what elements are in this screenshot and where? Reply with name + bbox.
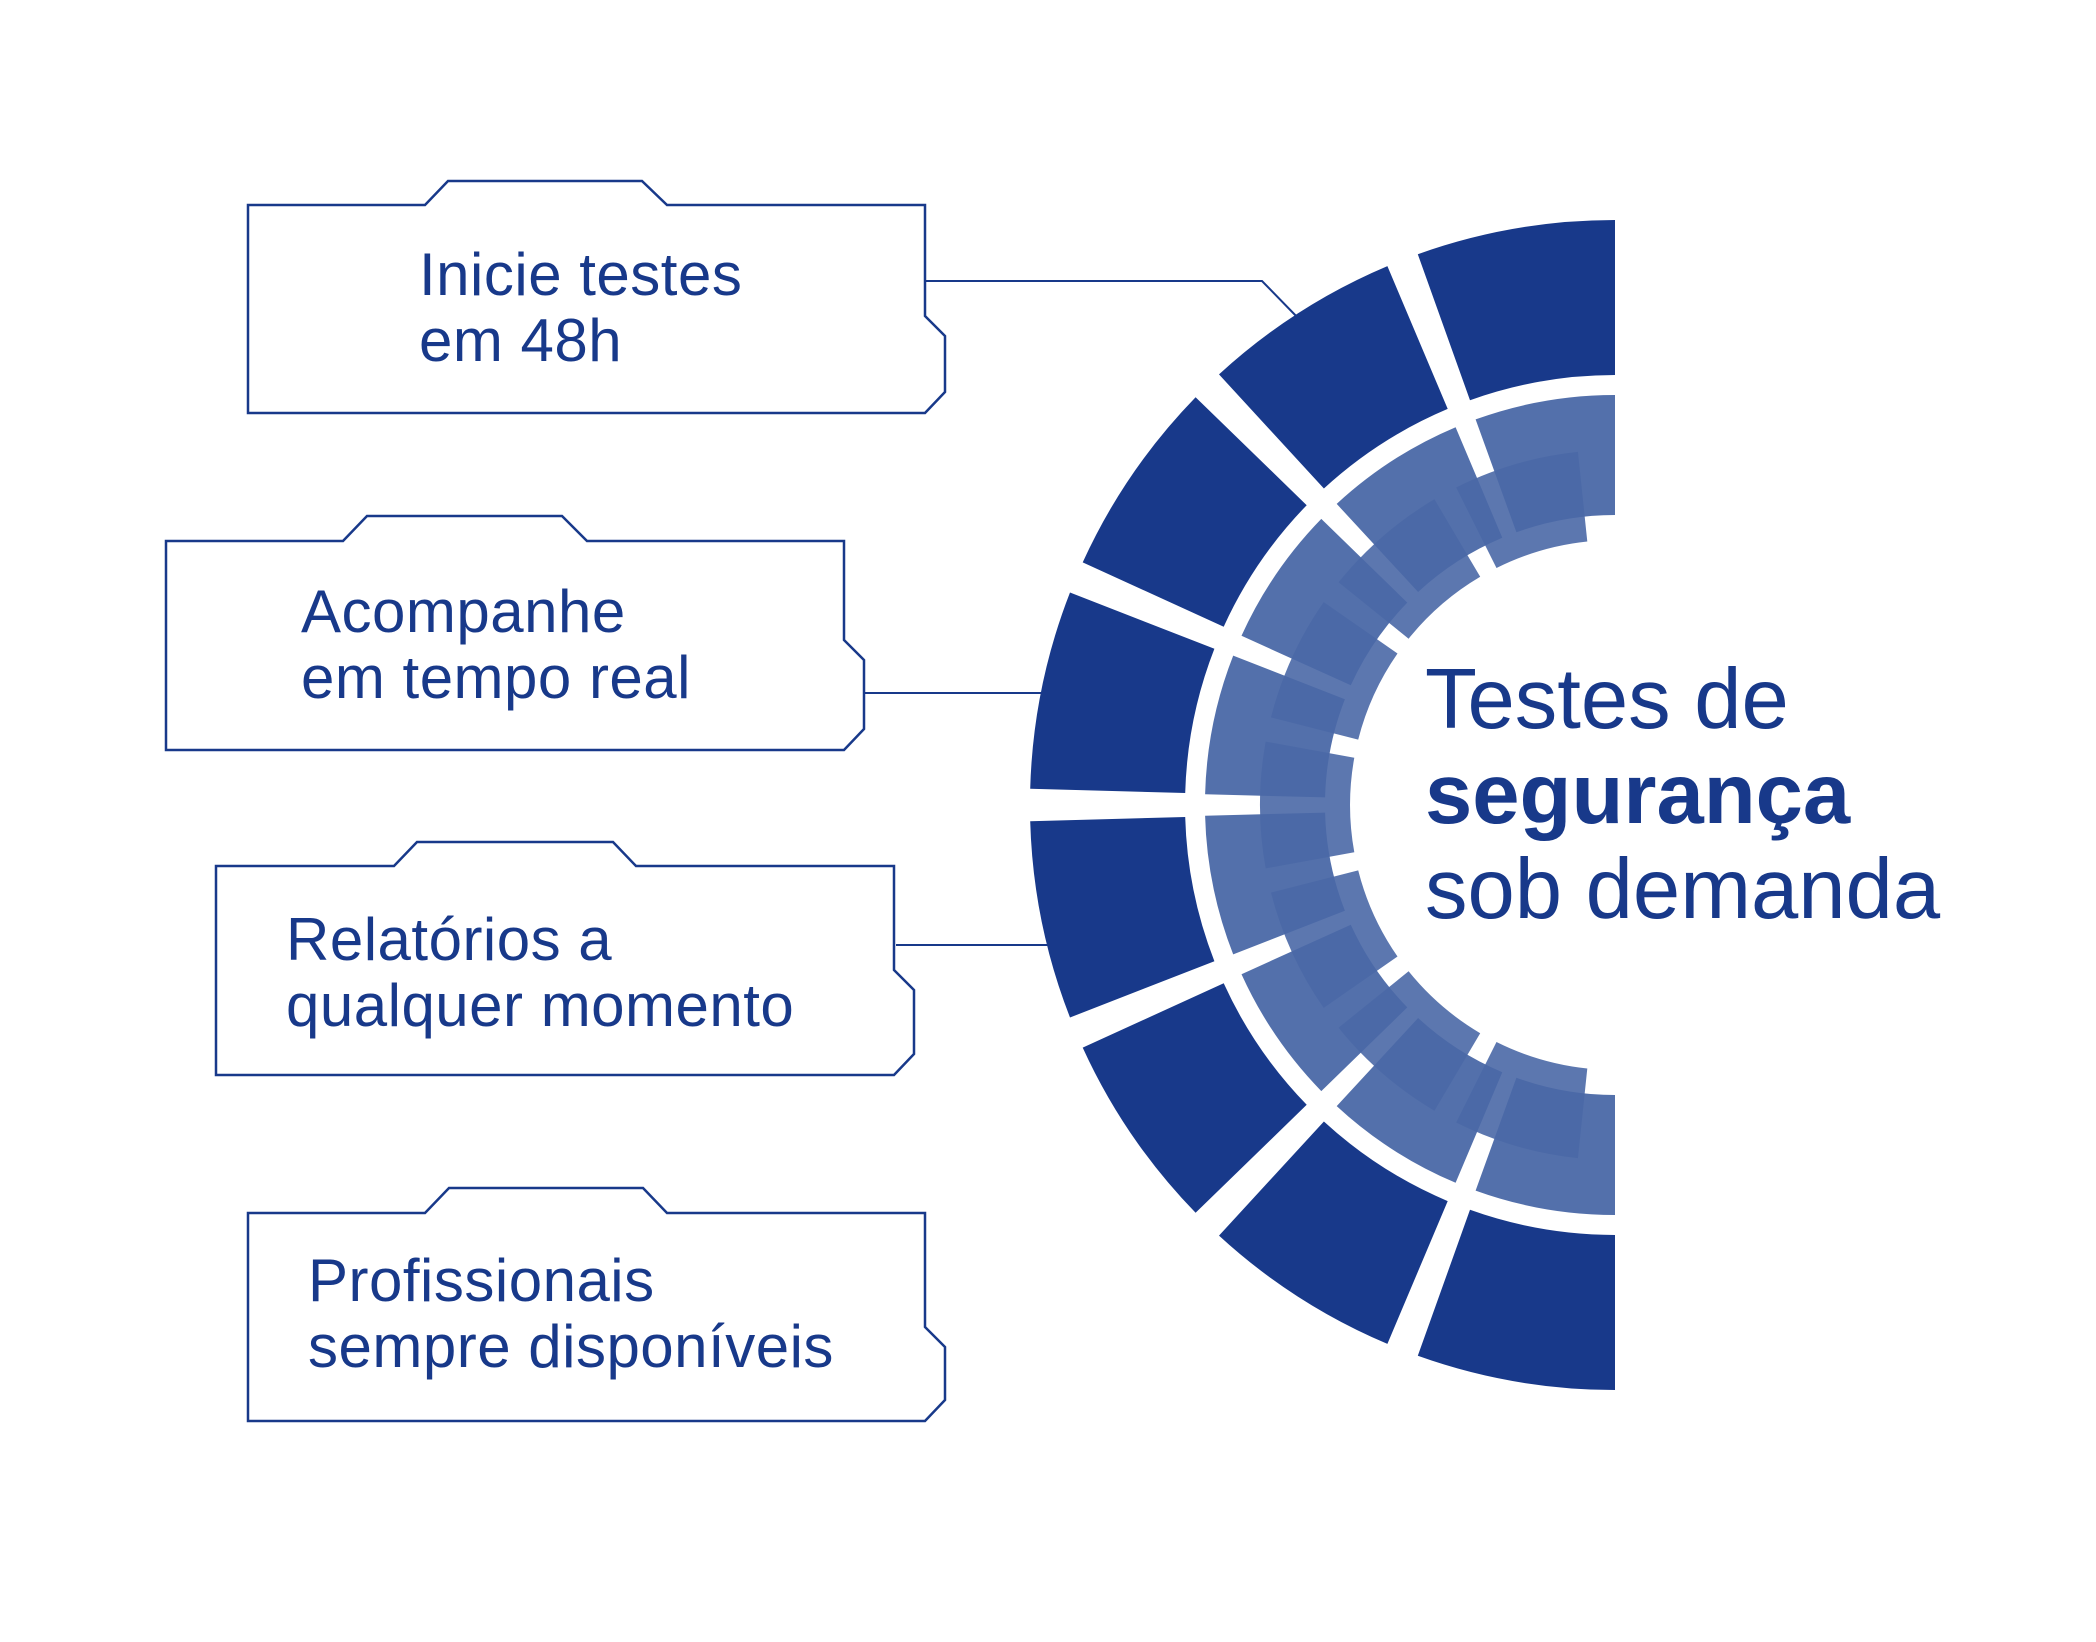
outer-ring-segment: [1417, 220, 1615, 401]
inner-ring-segment: [1271, 602, 1398, 740]
title-line-2: segurança: [1425, 747, 1851, 842]
main-title: Testes de segurança sob demanda: [1425, 652, 1940, 937]
card-2-line-1: Acompanhe: [301, 578, 626, 645]
connector-lines: [864, 280, 1301, 946]
card-1-text: Inicie testes em 48h: [419, 242, 742, 374]
card-2-text: Acompanhe em tempo real: [301, 579, 691, 711]
inner-ring-segment: [1259, 741, 1355, 869]
outer-ring-segment: [1219, 266, 1448, 489]
card-4-text: Profissionais sempre disponíveis: [308, 1248, 834, 1380]
card-3-text: Relatórios a qualquer momento: [286, 907, 794, 1039]
connector-line-1: [925, 280, 1301, 321]
card-frame-2: [164, 514, 866, 752]
inner-ring-segment: [1338, 499, 1481, 639]
card-4-line-2: sempre disponíveis: [308, 1313, 834, 1380]
card-frames: [164, 179, 947, 1423]
card-1-line-2: em 48h: [419, 307, 623, 374]
inner-ring-segment: [1456, 451, 1588, 568]
card-4-line-1: Profissionais: [308, 1247, 655, 1314]
inner-ring-segment: [1338, 971, 1481, 1111]
card-frame-1: [246, 179, 947, 415]
outer-ring-segment: [1082, 983, 1307, 1213]
inner-ring-segment: [1271, 870, 1398, 1008]
card-3-line-1: Relatórios a: [286, 906, 613, 973]
card-frame-4: [246, 1186, 947, 1423]
card-2-line-2: em tempo real: [301, 644, 691, 711]
inner-ring-segment: [1456, 1042, 1588, 1159]
outer-ring-segment: [1030, 817, 1215, 1018]
outer-ring-segment: [1082, 397, 1307, 627]
segment-ring-graphic: [1030, 220, 1615, 1390]
outer-ring-segment: [1417, 1209, 1615, 1390]
card-1-line-1: Inicie testes: [419, 241, 743, 308]
outer-ring-segment: [1219, 1121, 1448, 1344]
card-frame-3: [214, 840, 916, 1077]
title-line-3: sob demanda: [1425, 842, 1941, 937]
title-line-1: Testes de: [1425, 652, 1789, 747]
card-3-line-2: qualquer momento: [286, 972, 795, 1039]
outer-ring-segment: [1030, 592, 1215, 793]
